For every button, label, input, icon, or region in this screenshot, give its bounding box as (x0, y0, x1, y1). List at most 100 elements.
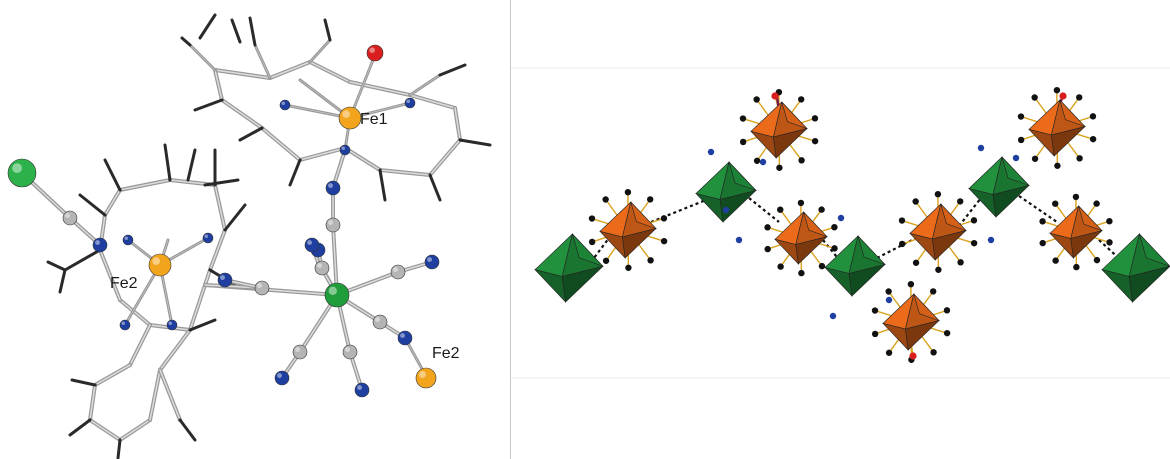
orange-polyhedron-face (773, 128, 809, 159)
bond-highlight (89, 384, 96, 421)
bond-highlight (261, 127, 301, 161)
carbon-dot (831, 245, 838, 252)
oxygen-dot (909, 352, 917, 360)
nitrogen-dot (707, 148, 715, 156)
oxygen-dot (1059, 92, 1067, 100)
carbon-dot (970, 217, 978, 224)
bond-highlight (269, 61, 311, 79)
carbon-dot (798, 157, 805, 164)
carbon-atom-shine (328, 220, 333, 225)
hydrogen-bond (188, 318, 217, 332)
carbon-dot (1076, 155, 1083, 162)
bond-highlight (409, 74, 441, 96)
hydrogen-bond (223, 203, 247, 232)
orange-polyhedron-face (1059, 99, 1086, 127)
nitrogen-atom (354, 382, 370, 398)
green-polyhedron-face (719, 189, 758, 223)
carbon-dot (934, 191, 942, 198)
nitrogen-dot (735, 236, 743, 244)
ring-nitrogen-atom (202, 232, 214, 244)
carbon-dot (811, 115, 819, 122)
green-polyhedron-face (857, 235, 886, 265)
orange-polyhedron-face (1051, 126, 1087, 157)
bond-highlight (189, 44, 216, 71)
hydrogen-bond (178, 418, 197, 442)
orange-polyhedron-face (940, 203, 967, 231)
ring-nitrogen-atom (339, 144, 351, 156)
hydrogen-bond (103, 158, 122, 192)
carbon-dot (797, 199, 805, 207)
nitrogen-atom (325, 180, 341, 196)
nitrogen-dot (885, 296, 893, 304)
central-metal-atom-shine (328, 286, 337, 295)
carbon-dot (764, 245, 771, 253)
fe2-atom-shine (152, 257, 160, 265)
hydrogen-bond (78, 193, 107, 217)
carbon-atom-shine (295, 347, 300, 352)
hydrogen-bond (193, 98, 224, 112)
green-polyhedron-face (1139, 233, 1170, 267)
bond-highlight (159, 329, 191, 371)
ring-nitrogen-atom (122, 234, 134, 246)
bond-highlight (99, 249, 121, 301)
label-fe1: Fe1 (360, 111, 388, 128)
carbon-dot (1039, 218, 1046, 225)
hydrogen-bond (180, 36, 192, 47)
carbon-dot (898, 217, 906, 224)
ring-nitrogen-atom (279, 99, 291, 111)
hydrogen-bond (186, 148, 197, 182)
carbon-dot (660, 237, 668, 245)
carbon-atom-shine (393, 267, 398, 272)
fe2-bridge-atom (415, 367, 437, 389)
bond-highlight (189, 269, 211, 331)
carbon-atom (372, 314, 388, 330)
bond-highlight (119, 299, 151, 326)
nitrogen-dot (829, 312, 837, 320)
bond-highlight (349, 81, 411, 96)
green-polyhedron-face (728, 161, 757, 191)
nitrogen-atom (92, 237, 108, 253)
molecular-structure-diagram: Fe1 Fe2 Fe2 (7, 13, 492, 459)
hydrogen-bond (438, 63, 467, 77)
hydrogen-bond (288, 158, 302, 187)
nitrogen-atom-shine (400, 333, 405, 338)
hydrogen-bond (458, 138, 492, 147)
hydrogen-bond (163, 143, 172, 182)
carbon-dot (885, 288, 892, 295)
fe2-bridge-atom-shine (419, 371, 426, 378)
bond-highlight (119, 179, 171, 191)
carbon-dot (907, 281, 915, 288)
nitrogen-dot (837, 214, 845, 222)
ring-nitrogen-atom-shine (406, 99, 410, 103)
carbon-dot (943, 307, 951, 314)
ring-nitrogen-atom-shine (341, 146, 345, 150)
bond-highlight (214, 69, 223, 101)
carbon-dot (602, 196, 609, 203)
label-fe2-right: Fe2 (432, 345, 460, 362)
orange-polyhedron-face (622, 228, 658, 259)
carbon-dot (739, 115, 747, 122)
nitrogen-atom-shine (277, 373, 282, 378)
carbon-dot (798, 269, 805, 277)
carbon-dot (588, 238, 596, 246)
carbon-dot (739, 138, 747, 146)
carbon-atom-shine (257, 283, 262, 288)
carbon-dot (777, 263, 784, 270)
label-fe2-left: Fe2 (110, 275, 138, 292)
ring-nitrogen-atom-shine (168, 321, 172, 325)
carbon-dot (885, 349, 893, 356)
ring-nitrogen-atom-shine (204, 234, 208, 238)
bond-highlight (124, 264, 161, 326)
carbon-dot (1017, 136, 1025, 144)
hydrogen-bond (63, 248, 102, 272)
fe1-atom (338, 106, 362, 130)
hydrogen-bond-dashed (590, 237, 610, 263)
carbon-dot (1017, 113, 1025, 120)
hydrogen-bond-dashed (748, 197, 780, 223)
hydrogen-bond (70, 378, 97, 387)
nitrogen-atom (397, 330, 413, 346)
nitrogen-atom-shine (427, 257, 432, 262)
carbon-dot (871, 307, 879, 314)
bond-highlight (129, 324, 151, 366)
carbon-dot (1052, 200, 1059, 207)
